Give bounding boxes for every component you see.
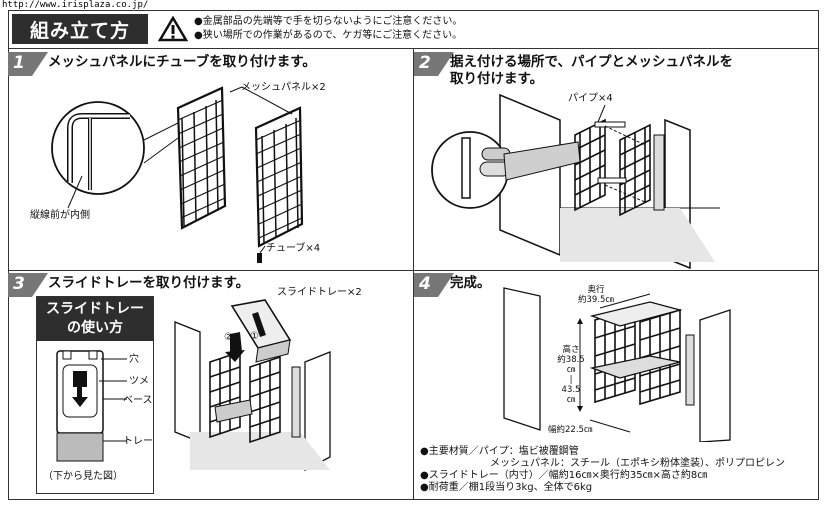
- base-label: ベース: [123, 395, 153, 406]
- step-2-text: 据え付ける場所で、パイプとメッシュパネルを 取り付けます。: [450, 54, 733, 87]
- caution-2: ●狭い場所での作業があるので、ケガ等にご注意ください。: [194, 30, 463, 41]
- spec-line: ●耐荷重／棚1段当り3kg、全体で6kg: [420, 482, 593, 493]
- inner-side-label: 縦線前が内側: [30, 210, 90, 221]
- caution-list: ●金属部品の先端等で手を切らないようにご注意ください。 ●狭い場所での作業がある…: [194, 15, 462, 43]
- tray-bottom-view: [56, 350, 127, 462]
- step-4-badge: 4: [414, 273, 454, 297]
- circle-1-label: ①: [250, 331, 259, 342]
- step-1-text: メッシュパネルにチューブを取り付けます。: [48, 54, 316, 70]
- step-4-text: 完成。: [450, 275, 491, 291]
- hole-label: 穴: [129, 354, 139, 365]
- depth-dimension: 奥行 約39.5㎝: [578, 285, 614, 305]
- spec-line: ●スライドトレー（内寸）／幅約16㎝×奥行約35㎝×高さ約8㎝: [420, 470, 708, 481]
- tray-label: トレー: [123, 436, 153, 447]
- step-2-illustration: [431, 93, 720, 270]
- spec-line: メッシュパネル：スチール（エポキシ粉体塗装）、ポリプロピレン: [420, 458, 785, 469]
- step-2-badge: 2: [414, 52, 454, 76]
- step-3-badge: 3: [8, 273, 48, 297]
- howto-title: スライドトレー の使い方: [37, 297, 153, 341]
- instruction-frame: [8, 10, 819, 500]
- caution-1: ●金属部品の先端等で手を切らないようにご注意ください。: [194, 16, 463, 27]
- page-title: 組み立て方: [12, 14, 148, 44]
- step-1-illustration: [51, 86, 304, 263]
- height-dimension: 高さ 約38.5 ㎝ | 43.5 ㎝: [557, 345, 585, 405]
- circle-2-label: ②: [224, 332, 233, 343]
- step-1-badge: 1: [8, 52, 48, 76]
- slide-tray-label: スライドトレー×2: [277, 287, 362, 298]
- width-dimension: 幅約22.5㎝: [548, 425, 593, 435]
- tube-label: チューブ×4: [266, 243, 321, 254]
- step-4-illustration: [503, 287, 731, 442]
- step-3-text: スライドトレーを取り付けます。: [48, 275, 250, 291]
- spec-line: ●主要材質／パイプ：塩ビ被覆鋼管: [420, 446, 579, 457]
- tab-label: ツメ: [129, 376, 149, 387]
- mesh-panel-label: メッシュパネル×2: [241, 82, 326, 93]
- page-url: http://www.irisplaza.co.jp/: [2, 0, 149, 10]
- howto-box: スライドトレー の使い方 穴 ツメ ベース トレー （下から見た図）: [36, 296, 154, 494]
- step-3-illustration: [174, 299, 331, 472]
- header: 組み立て方 ●金属部品の先端等で手を切らないようにご注意ください。 ●狭い場所で…: [8, 10, 819, 48]
- warning-icon: [158, 16, 188, 42]
- specifications: ●主要材質／パイプ：塩ビ被覆鋼管 メッシュパネル：スチール（エポキシ粉体塗装）、…: [420, 446, 785, 494]
- divider-middle: [8, 270, 819, 271]
- bottom-view-caption: （下から見た図）: [43, 471, 123, 482]
- divider-vertical: [413, 48, 414, 499]
- pipe-label: パイプ×4: [568, 93, 613, 104]
